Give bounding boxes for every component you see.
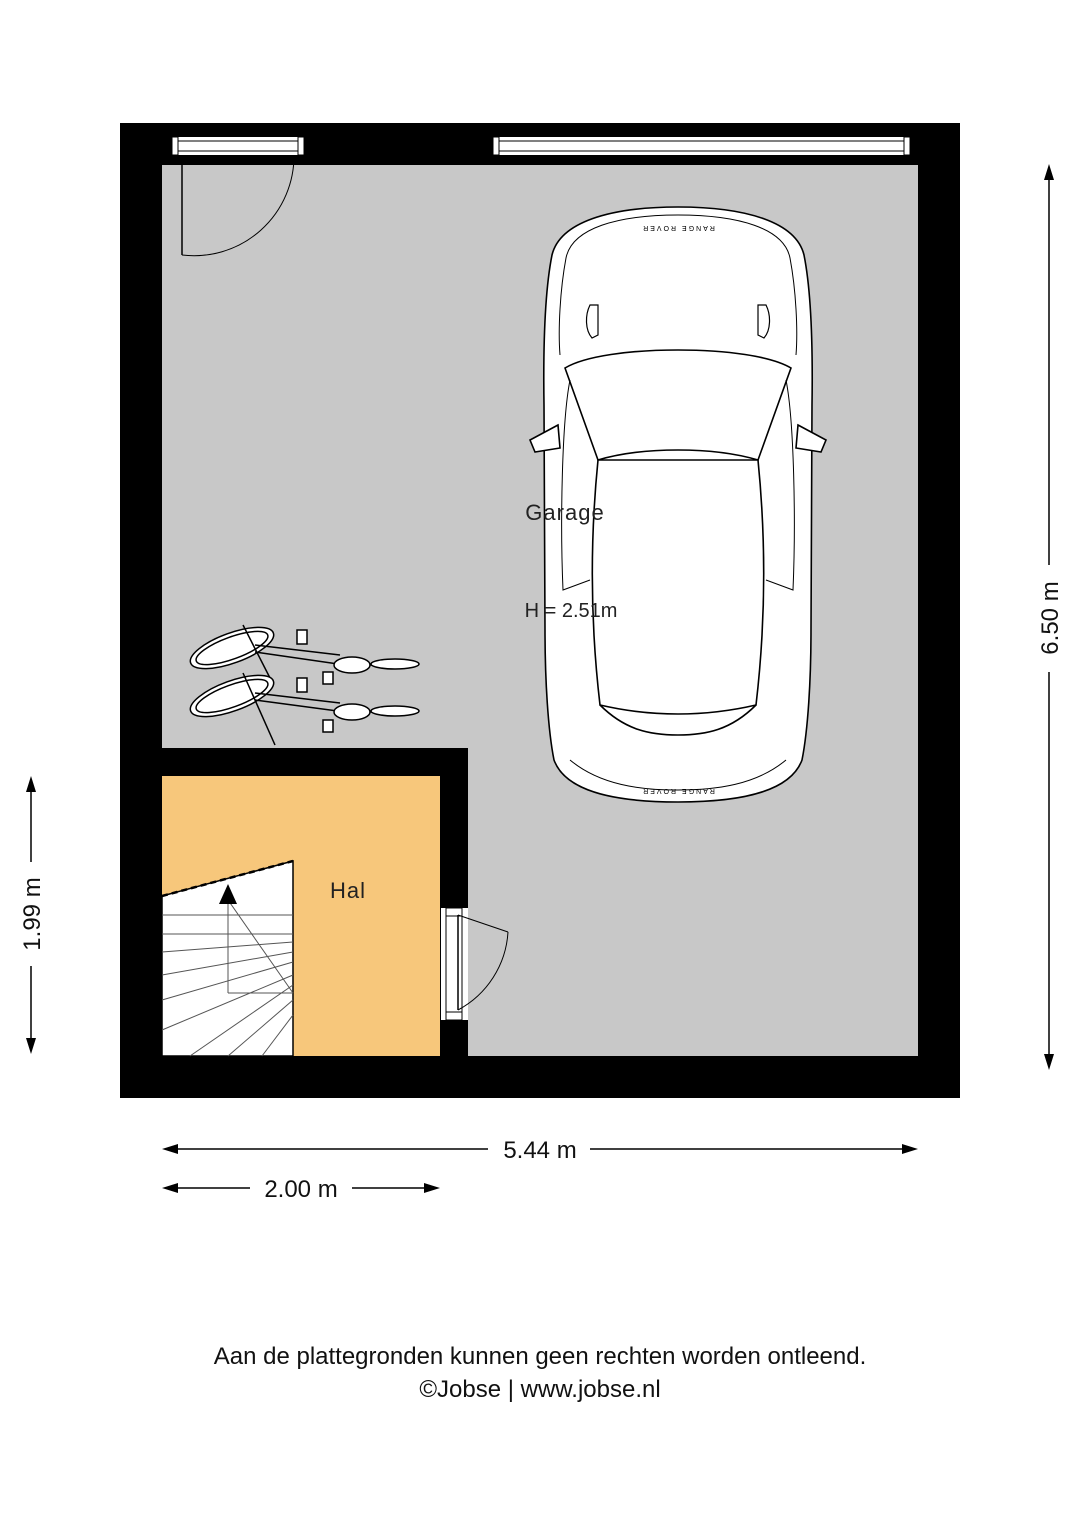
svg-text:RANGE ROVER: RANGE ROVER xyxy=(641,224,715,231)
svg-text:2.00 m: 2.00 m xyxy=(264,1176,337,1203)
dimension-hal-depth: 1.99 m xyxy=(19,776,46,1054)
hal-door xyxy=(441,907,509,1021)
bicycle-icon xyxy=(189,624,420,685)
svg-text:RANGE ROVER: RANGE ROVER xyxy=(641,787,715,794)
garage-height-label: H = 2.51m xyxy=(525,600,618,622)
car-icon: RANGE ROVER RANGE ROVER xyxy=(528,206,828,803)
svg-text:5.44 m: 5.44 m xyxy=(503,1137,576,1164)
svg-text:6.50 m: 6.50 m xyxy=(1037,581,1064,654)
bicycle-icon xyxy=(189,672,420,746)
entrance-door xyxy=(171,136,305,257)
hal-label: Hal xyxy=(330,878,366,903)
dimension-hal-width: 2.00 m xyxy=(162,1176,440,1203)
dimension-total-width: 5.44 m xyxy=(162,1137,918,1164)
garage-label: Garage xyxy=(525,500,604,525)
dimension-total-depth: 6.50 m xyxy=(1037,164,1064,1070)
copyright-text: ©Jobse | www.jobse.nl xyxy=(419,1376,661,1403)
stairs xyxy=(161,859,294,1057)
garage-door xyxy=(492,136,911,156)
svg-text:1.99 m: 1.99 m xyxy=(19,877,46,950)
disclaimer-text: Aan de plattegronden kunnen geen rechten… xyxy=(213,1343,867,1370)
stair-arrow-icon xyxy=(219,884,237,904)
